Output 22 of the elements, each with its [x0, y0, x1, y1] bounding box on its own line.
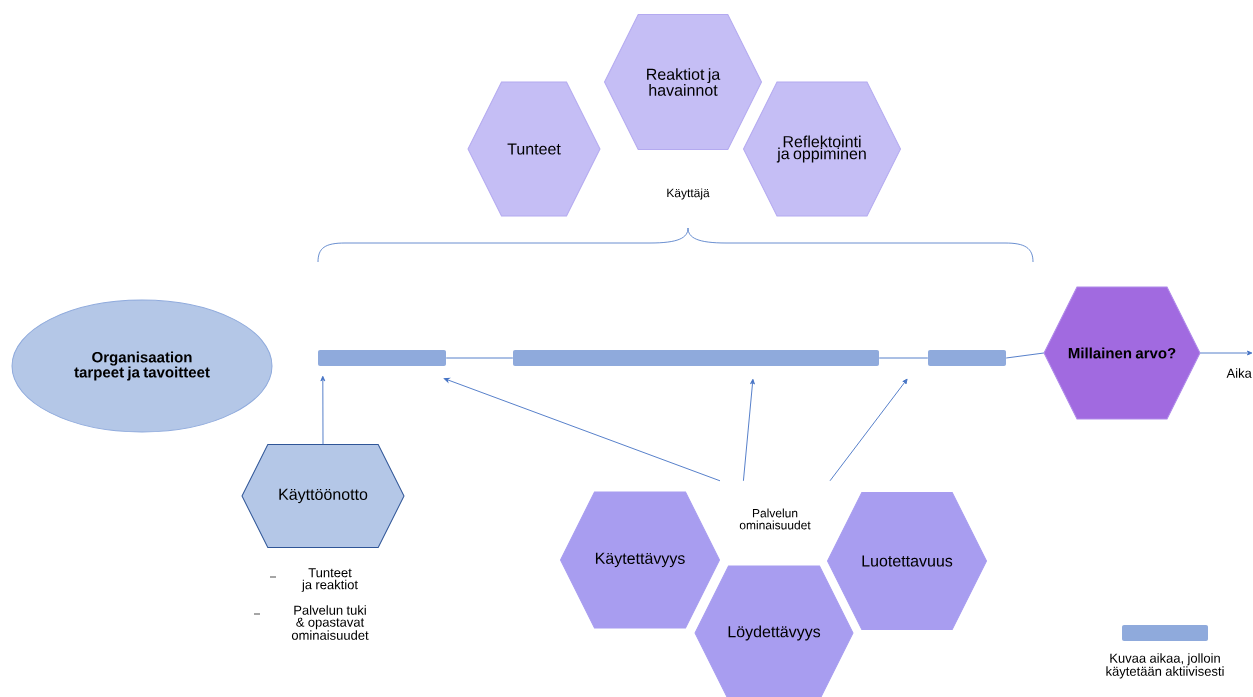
- legend-text: Kuvaa aikaa, jolloin käytetään aktiivisesti: [1106, 653, 1224, 679]
- hexagon: Luotettavuus: [827, 492, 987, 630]
- arrow: [320, 375, 326, 445]
- user-label: Käyttäjä: [667, 188, 710, 200]
- arrow: [829, 378, 908, 482]
- hexagon: Tunteet: [467, 81, 601, 217]
- time-bar: [318, 350, 446, 366]
- hexagon: Löydettävyys: [694, 565, 854, 697]
- time-bar: [928, 350, 1006, 366]
- arrow: [1199, 350, 1253, 356]
- time-bar: [513, 350, 879, 366]
- arrow: [742, 378, 755, 482]
- edge-label: Aika: [1226, 368, 1252, 378]
- bullet-item: Tunteet ja reaktiot: [269, 568, 358, 592]
- bullet-item: Palvelun tuki & opastavat ominaisuudet: [253, 605, 369, 640]
- hexagon: Reflektointi ja oppiminen: [743, 81, 901, 217]
- hexagon: Käytettävyys: [560, 491, 720, 629]
- group-label: Palvelun ominaisuudet: [739, 508, 811, 530]
- hexagon: Käyttöönotto: [241, 444, 405, 548]
- arrow: [443, 377, 721, 482]
- value-hexagon: Millainen arvo?: [1043, 286, 1201, 420]
- hexagon: Reaktiot ja havainnot: [604, 14, 762, 150]
